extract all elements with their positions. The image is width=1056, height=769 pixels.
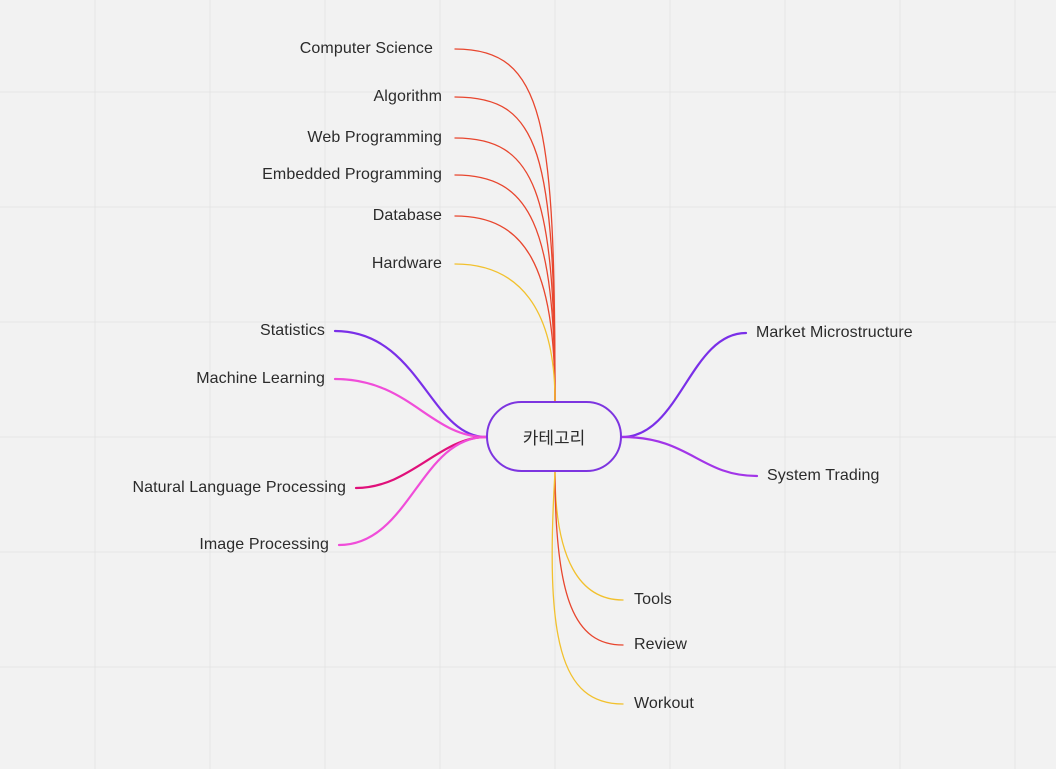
node-workout[interactable]: Workout [634, 695, 694, 712]
connector-machine-learning [333, 377, 488, 439]
connector-hardware [454, 263, 556, 402]
node-embedded-programming[interactable]: Embedded Programming [262, 166, 442, 183]
node-database[interactable]: Database [372, 207, 442, 224]
root-node[interactable]: 카테고리 [486, 401, 622, 472]
connector-web-programming [454, 137, 556, 402]
node-statistics[interactable]: Statistics [259, 322, 325, 339]
node-market-microstructure[interactable]: Market Microstructure [756, 324, 913, 341]
connector-algorithm [454, 96, 556, 402]
connector-computer-science [454, 48, 556, 402]
root-node-label: 카테고리 [522, 429, 586, 449]
connector-market-microstructure [620, 331, 748, 439]
node-system-trading[interactable]: System Trading [767, 467, 880, 484]
connector-statistics [333, 329, 488, 439]
node-natural-language-processing[interactable]: Natural Language Processing [132, 479, 346, 496]
node-tools[interactable]: Tools [634, 591, 672, 608]
connector-review [554, 471, 624, 646]
node-review[interactable]: Review [634, 636, 688, 653]
connector-lines [333, 48, 759, 705]
connector-workout [551, 471, 624, 705]
node-image-processing[interactable]: Image Processing [199, 536, 329, 553]
node-hardware[interactable]: Hardware [371, 255, 442, 272]
node-machine-learning[interactable]: Machine Learning [196, 370, 325, 387]
connector-embedded-programming [454, 174, 556, 402]
connector-system-trading [620, 435, 759, 478]
connector-database [454, 215, 556, 402]
connector-tools [554, 471, 624, 601]
connector-image-processing [337, 435, 488, 547]
node-computer-science[interactable]: Computer Science [299, 40, 433, 57]
node-web-programming[interactable]: Web Programming [307, 129, 442, 146]
node-algorithm[interactable]: Algorithm [373, 88, 442, 105]
